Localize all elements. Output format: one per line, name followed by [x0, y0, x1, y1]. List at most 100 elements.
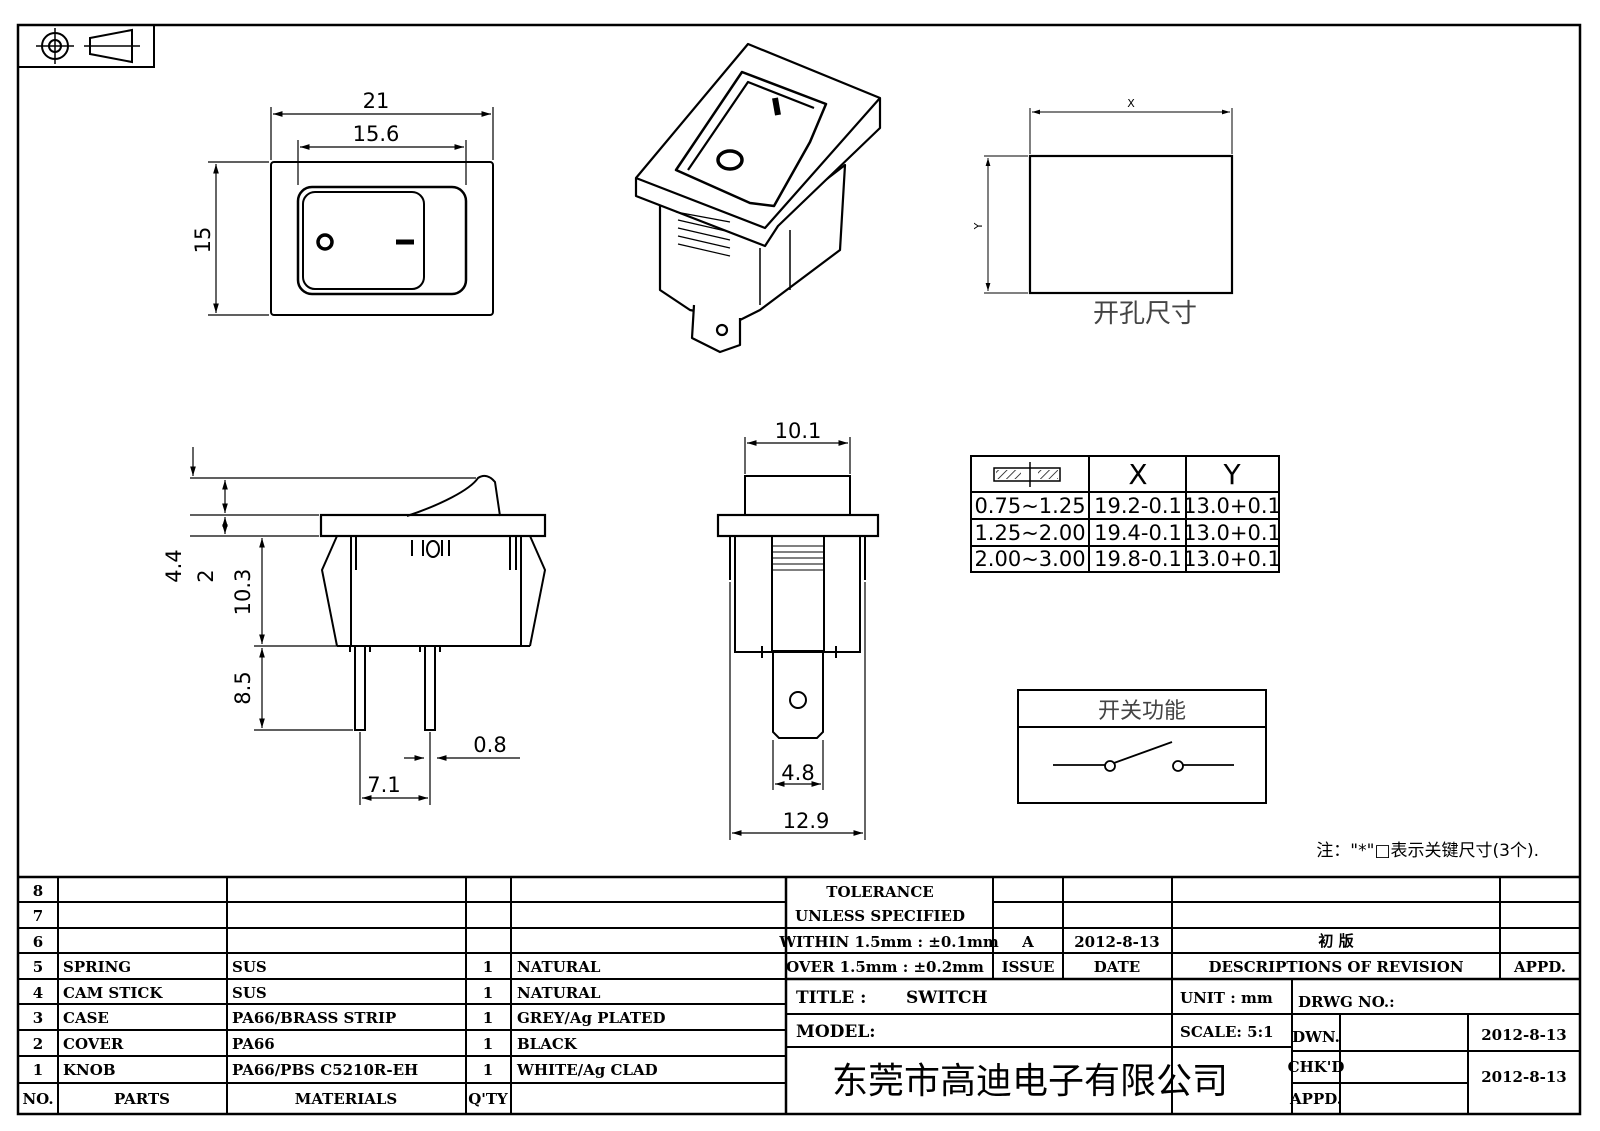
title-block [786, 877, 1580, 1114]
dim-body-width: 12.9 [783, 809, 830, 833]
top-view-dims [208, 107, 494, 316]
date-value: 2012-8-13 [1074, 933, 1160, 951]
cutout-title: 开孔尺寸 [1093, 299, 1197, 329]
dim-terminal-width: 4.8 [781, 761, 814, 785]
appd2-label: APPD. [1289, 1090, 1342, 1108]
scale-label: SCALE: 5:1 [1180, 1023, 1274, 1041]
bom-qty: 1 [483, 1009, 493, 1027]
dwn-date: 2012-8-13 [1481, 1026, 1567, 1044]
dim-pin: 8.5 [231, 671, 255, 704]
bom-finish: NATURAL [517, 984, 601, 1002]
switch-symbol-icon [1053, 741, 1234, 772]
dim-overall-height: 4.4 [162, 549, 186, 582]
dim-knob-width: 10.1 [775, 419, 822, 443]
bom-qty: 1 [483, 1035, 493, 1053]
bom-material: SUS [232, 984, 267, 1002]
thickness-table-header-x: X [1128, 458, 1147, 491]
dim-body: 10.3 [231, 569, 255, 616]
bom-part: COVER [63, 1035, 124, 1053]
thickness-cell: 13.0+0.1 [1183, 494, 1281, 518]
dim-width-inner: 15.6 [353, 122, 400, 146]
drwg-no-label: DRWG NO.: [1298, 993, 1395, 1011]
thickness-cell: 0.75~1.25 [974, 494, 1085, 518]
within-tolerance: WITHIN 1.5mm : ±0.1mm [778, 933, 999, 951]
bom-header-materials: MATERIALS [295, 1090, 398, 1108]
bom-header-parts: PARTS [114, 1090, 170, 1108]
issue-value: A [1021, 933, 1034, 951]
bom-finish: BLACK [517, 1035, 578, 1053]
chkd-date: 2012-8-13 [1481, 1068, 1567, 1086]
dim-bezel: 2 [194, 569, 218, 582]
switch-function-box [1017, 689, 1267, 804]
title-value: SWITCH [906, 988, 988, 1008]
bom-qty: 1 [483, 958, 493, 976]
bom-finish: GREY/Ag PLATED [517, 1009, 666, 1027]
cutout-x-label: X [1127, 97, 1135, 110]
thickness-cell: 13.0+0.1 [1183, 521, 1281, 545]
thickness-cell: 2.00~3.00 [974, 547, 1085, 571]
chkd-label: CHK'D [1288, 1058, 1345, 1076]
sheet-border [16, 23, 1582, 1116]
bom-no: 7 [33, 907, 43, 925]
side-view-dims [190, 447, 520, 805]
bom-finish: WHITE/Ag CLAD [516, 1061, 658, 1079]
bom-no: 8 [33, 882, 43, 900]
issue-label: ISSUE [1002, 958, 1055, 976]
date-label: DATE [1094, 958, 1140, 976]
cutout-view [984, 108, 1234, 295]
revision-value: 初 版 [1318, 932, 1353, 950]
thickness-cell: 13.0+0.1 [1183, 547, 1281, 571]
model-label: MODEL: [796, 1022, 876, 1042]
thickness-table [970, 455, 1280, 573]
dwn-label: DWN. [1292, 1028, 1340, 1046]
descriptions-label: DESCRIPTIONS OF REVISION [1208, 958, 1463, 976]
bom-no: 1 [33, 1061, 43, 1079]
dim-pin-width: 0.8 [473, 733, 506, 757]
bom-table [18, 875, 1580, 1114]
thickness-cell: 1.25~2.00 [974, 521, 1085, 545]
dim-width-outer: 21 [363, 89, 390, 113]
unless-specified-label: UNLESS SPECIFIED [795, 907, 965, 925]
over-tolerance: OVER 1.5mm : ±0.2mm [786, 958, 984, 976]
front-view [716, 475, 880, 739]
projection-symbol-icon [17, 24, 155, 68]
appd-label: APPD. [1513, 958, 1566, 976]
bom-no: 2 [33, 1035, 43, 1053]
bom-no: 6 [33, 933, 43, 951]
bom-no: 5 [33, 958, 43, 976]
side-view [319, 474, 547, 731]
company-name: 东莞市高迪电子有限公司 [832, 1061, 1228, 1102]
panel-thickness-icon [993, 467, 1061, 482]
bom-header-qty: Q'TY [468, 1090, 508, 1108]
bom-qty: 1 [483, 984, 493, 1002]
bom-material: PA66/PBS C5210R-EH [232, 1061, 418, 1079]
thickness-cell: 19.8-0.1 [1094, 547, 1182, 571]
bom-part: SPRING [63, 958, 131, 976]
cutout-y-label: Y [972, 222, 985, 230]
off-symbol-icon [316, 233, 334, 251]
switch-function-title: 开关功能 [1098, 699, 1186, 724]
bom-header-no: NO. [22, 1090, 53, 1108]
bom-part: CAM STICK [63, 984, 163, 1002]
bom-material: PA66 [232, 1035, 275, 1053]
isometric-view [634, 42, 882, 354]
front-view-dims [729, 437, 866, 840]
bom-finish: NATURAL [517, 958, 601, 976]
unit-label: UNIT : mm [1180, 989, 1273, 1007]
bom-rows: 8 7 6 5 4 3 2 1 SPRING CAM STICK CASE CO… [22, 882, 665, 1108]
thickness-table-header-y: Y [1222, 458, 1241, 491]
bom-material: SUS [232, 958, 267, 976]
top-view [270, 161, 494, 316]
title-label: TITLE : [796, 988, 866, 1008]
bom-part: KNOB [63, 1061, 116, 1079]
bom-material: PA66/BRASS STRIP [232, 1009, 396, 1027]
thickness-cell: 19.2-0.1 [1094, 494, 1182, 518]
bom-no: 4 [33, 984, 43, 1002]
bom-no: 3 [33, 1009, 43, 1027]
dim-pin-pitch: 7.1 [367, 773, 400, 797]
thickness-cell: 19.4-0.1 [1094, 521, 1182, 545]
dim-height: 15 [191, 227, 215, 254]
bom-part: CASE [63, 1009, 109, 1027]
